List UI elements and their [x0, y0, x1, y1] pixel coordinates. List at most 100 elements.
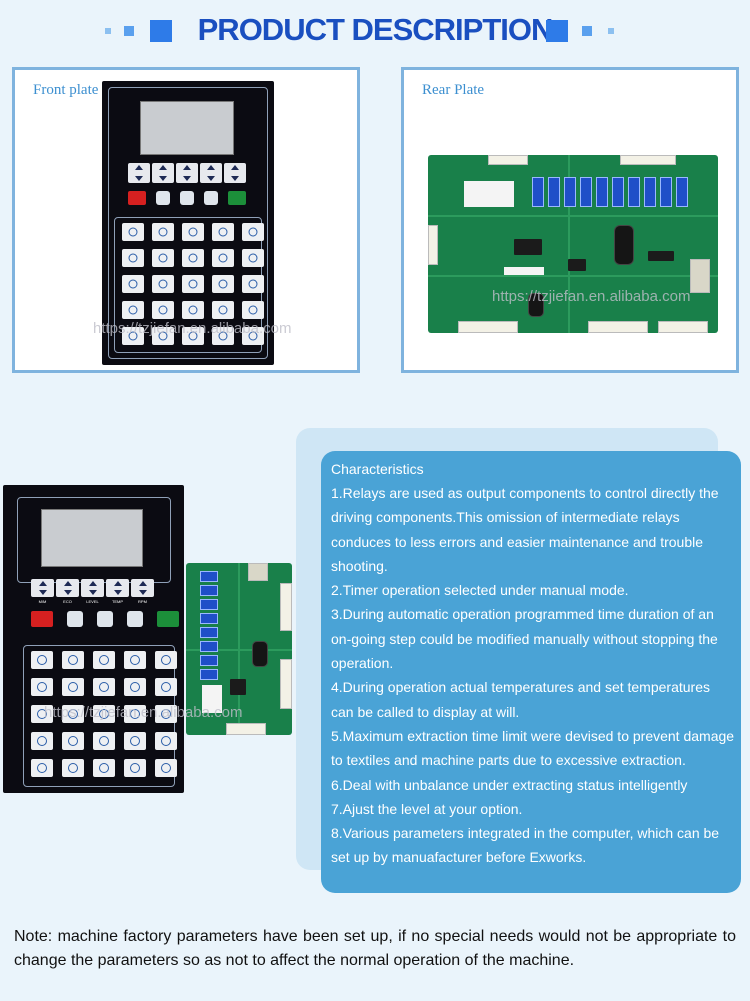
- lock-key: [67, 611, 83, 627]
- pcb-connector: [248, 563, 268, 581]
- keypad-key: [152, 249, 174, 267]
- pcb-capacitor: [614, 225, 634, 265]
- decor-square: [105, 28, 111, 34]
- rear-plate-label: Rear Plate: [422, 82, 485, 98]
- pcb-connector: [428, 225, 438, 265]
- pcb-label-sticker: [202, 685, 222, 713]
- list-item: 3.During automatic operation programmed …: [331, 606, 718, 672]
- keypad-key: [62, 732, 84, 750]
- keypad-key: [242, 249, 264, 267]
- pcb-connector: [658, 321, 708, 333]
- key-label: TEMP: [111, 599, 124, 604]
- round-key: [127, 611, 143, 627]
- keypad-key: [182, 223, 204, 241]
- keypad-key: [124, 759, 146, 777]
- decor-square: [582, 26, 592, 36]
- keypad-key: [152, 275, 174, 293]
- list-item: 4.During operation actual temperatures a…: [331, 679, 710, 720]
- keypad-key: [152, 301, 174, 319]
- relay: [564, 177, 576, 207]
- relay: [532, 177, 544, 207]
- keypad-key: [124, 678, 146, 696]
- pcb-trace: [428, 275, 718, 277]
- pcb-connector: [458, 321, 518, 333]
- key-label: RPM: [138, 599, 147, 604]
- stop-key: [128, 191, 146, 205]
- function-key: [155, 759, 177, 777]
- lock-key: [156, 191, 170, 205]
- pcb-connector: [488, 155, 528, 165]
- keypad-key: [62, 678, 84, 696]
- relay: [200, 641, 218, 652]
- keypad-key: [31, 732, 53, 750]
- pcb-connector: [280, 659, 292, 709]
- relay: [200, 613, 218, 624]
- relay: [580, 177, 592, 207]
- start-key: [228, 191, 246, 205]
- arrow-key: [128, 163, 150, 183]
- decor-square: [124, 26, 134, 36]
- pcb-label-sticker: [464, 181, 514, 207]
- round-key: [180, 191, 194, 205]
- keypad-key: [122, 327, 144, 345]
- relay: [612, 177, 624, 207]
- keypad-key: [31, 705, 53, 723]
- relay: [596, 177, 608, 207]
- list-item: 7.Ajust the level at your option.: [331, 800, 523, 817]
- front-plate-panel: Front plate: [12, 67, 360, 373]
- pcb-vertical-image: [186, 563, 292, 735]
- pcb-chip: [230, 679, 246, 695]
- pcb-connector: [690, 259, 710, 293]
- page-title: PRODUCT DESCRIPTION: [197, 12, 554, 47]
- keypad-key: [212, 275, 234, 293]
- pcb-trace: [186, 649, 292, 651]
- keypad-key: [122, 301, 144, 319]
- keypad-key: [242, 223, 264, 241]
- relay: [200, 627, 218, 638]
- keypad-key: [93, 651, 115, 669]
- relay: [548, 177, 560, 207]
- characteristics-card: Characteristics 1.Relays are used as out…: [321, 451, 741, 893]
- relay: [660, 177, 672, 207]
- pcb-trace: [568, 155, 570, 333]
- arrow-key: [106, 579, 129, 597]
- pcb-capacitor: [528, 293, 544, 317]
- keypad-grid: [122, 223, 264, 345]
- decor-square: [546, 20, 568, 42]
- keypad-key: [212, 327, 234, 345]
- list-item: 6.Deal with unbalance under extracting s…: [331, 776, 688, 793]
- keypad-key: [242, 301, 264, 319]
- round-key: [97, 611, 113, 627]
- rear-plate-panel: Rear Plate https://tzjiefan.en.alibaba.c…: [401, 67, 739, 373]
- keypad-key: [124, 705, 146, 723]
- pcb-label-sticker: [504, 267, 544, 275]
- decor-square: [150, 20, 172, 42]
- keypad-key: [122, 223, 144, 241]
- arrow-key: [131, 579, 154, 597]
- keypad-key: [31, 651, 53, 669]
- keypad-key: [93, 732, 115, 750]
- keypad-key: [124, 651, 146, 669]
- pcb-trace: [428, 215, 718, 217]
- keypad-key: [124, 732, 146, 750]
- keypad-key: [242, 275, 264, 293]
- relay: [200, 655, 218, 666]
- list-item: 2.Timer operation selected under manual …: [331, 582, 629, 599]
- keypad-key: [182, 327, 204, 345]
- keypad-key: [31, 678, 53, 696]
- keypad-key: [212, 249, 234, 267]
- pcb-connector: [226, 723, 266, 735]
- key-label: LEVEL: [86, 599, 99, 604]
- relay: [200, 669, 218, 680]
- keypad-key: [62, 759, 84, 777]
- characteristics-title: Characteristics: [331, 461, 424, 477]
- relay: [628, 177, 640, 207]
- pcb-connector: [280, 583, 292, 631]
- keypad-key: [62, 705, 84, 723]
- list-item: 1.Relays are used as output components t…: [331, 485, 719, 574]
- front-plate-image: [102, 81, 274, 365]
- list-item: 8.Various parameters integrated in the c…: [331, 825, 720, 866]
- relay: [676, 177, 688, 207]
- start-key: [157, 611, 179, 627]
- decor-square: [608, 28, 614, 34]
